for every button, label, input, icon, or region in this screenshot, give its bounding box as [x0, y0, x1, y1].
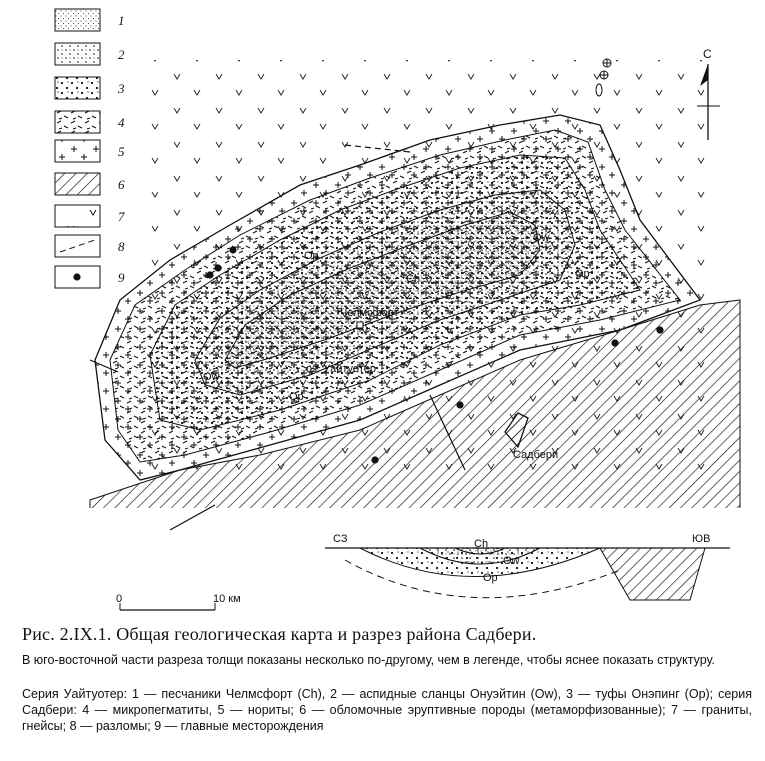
legend-label-9: 9 — [118, 270, 125, 285]
figure-caption-legend: Серия Уайтуотер: 1 — песчаники Челмсфорт… — [22, 687, 752, 733]
legend-label-8: 8 — [118, 239, 125, 254]
legend-label-7: 7 — [118, 209, 125, 224]
legend-label-2: 2 — [118, 47, 125, 62]
north-arrow: С — [697, 47, 720, 140]
scale-bar: 0 10 км — [116, 593, 241, 611]
label-ow-west: Ow — [203, 371, 220, 383]
chelmsford-town-marker — [356, 321, 364, 329]
section-se-label: ЮВ — [692, 533, 710, 545]
section-nw-label: СЗ — [333, 533, 348, 545]
label-sudbury: Садбери — [513, 449, 558, 461]
svg-text:10 км: 10 км — [213, 593, 241, 605]
svg-text:0: 0 — [116, 593, 122, 605]
label-chelmsford: Челмсфорт — [340, 307, 399, 319]
chelmsford-sandstone-core — [224, 211, 541, 369]
legend-label-3: 3 — [117, 81, 125, 96]
legend-label-5: 5 — [118, 144, 125, 159]
legend: 1 2 3 4 5 6 7 8 9 — [54, 8, 125, 289]
geologic-map: Ch Ow Ow Op Op Op Челмсфорт оз. Уайтуоте… — [54, 8, 741, 611]
cross-section: СЗ ЮВ Ch Ow Op — [325, 533, 730, 601]
figure-caption-note: В юго-восточной части разреза толщи пока… — [22, 653, 716, 667]
sudbury-town-block — [504, 412, 529, 449]
label-op-north: Op — [304, 250, 319, 262]
figure-caption-title: Рис. 2.IX.1. Общая геологическая карта и… — [22, 624, 537, 644]
legend-label-4: 4 — [118, 115, 125, 130]
label-ch: Ch — [406, 273, 420, 285]
label-ow-east: Ow — [533, 232, 550, 244]
section-op-label: Op — [483, 572, 498, 584]
section-ch-label: Ch — [474, 538, 488, 550]
northeast-outcrops — [595, 58, 612, 97]
label-lake-whitewater: оз. Уайтуотер — [306, 363, 376, 375]
fault-lines — [89, 144, 466, 531]
legend-label-1: 1 — [118, 13, 125, 28]
legend-label-6: 6 — [118, 177, 125, 192]
label-op-south: Op — [289, 391, 304, 403]
label-op-east: Op — [575, 268, 590, 280]
section-ow-label: Ow — [503, 555, 520, 567]
svg-text:С: С — [703, 47, 712, 61]
ore-deposits — [206, 246, 664, 464]
